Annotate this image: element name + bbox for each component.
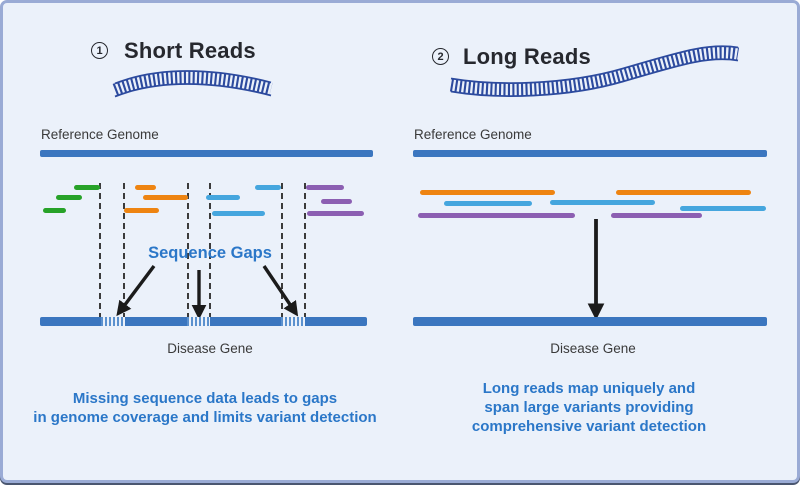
read-segment xyxy=(680,206,766,211)
read-segment xyxy=(135,185,156,190)
read-segment xyxy=(56,195,82,200)
short-reads-caption: Missing sequence data leads to gaps in g… xyxy=(31,389,379,427)
gap-dashed-line xyxy=(123,183,125,319)
dna-ribbon-short-icon xyxy=(112,70,273,98)
read-segment xyxy=(306,185,344,190)
sequence-gaps-label: Sequence Gaps xyxy=(148,244,272,262)
arrows-overlay xyxy=(116,219,605,321)
read-segment xyxy=(444,201,532,206)
read-segment xyxy=(124,208,159,213)
gap-arrow-left-icon xyxy=(116,264,156,317)
disease-gene-label-short: Disease Gene xyxy=(167,341,253,356)
disease-gene-label-long: Disease Gene xyxy=(550,341,636,356)
read-segment xyxy=(616,190,751,195)
sequence-gap-hatch xyxy=(187,317,210,326)
short-caption-line-2: in genome coverage and limits variant de… xyxy=(33,409,377,426)
read-segment xyxy=(418,213,575,218)
read-segment xyxy=(212,211,265,216)
short-reads-title: Short Reads xyxy=(124,38,256,63)
gap-dashed-line xyxy=(281,183,283,319)
long-reads-title: Long Reads xyxy=(463,44,591,69)
read-segment xyxy=(611,213,702,218)
diagram-stage: 1 Short Reads 2 Long Reads Reference Gen… xyxy=(3,3,797,480)
reference-genome-bar-short xyxy=(40,150,373,157)
gap-dashed-line xyxy=(304,183,306,319)
gap-arrow-right-icon xyxy=(262,265,299,317)
reference-genome-label-short: Reference Genome xyxy=(41,127,159,142)
long-caption-line-1: Long reads map uniquely and xyxy=(482,380,696,397)
long-caption-line-3: comprehensive variant detection xyxy=(471,418,707,435)
step-1-badge: 1 xyxy=(91,42,108,59)
disease-gene-bar-long xyxy=(413,317,767,326)
read-segment xyxy=(420,190,555,195)
read-segment xyxy=(255,185,281,190)
read-segment xyxy=(143,195,188,200)
long-reads-caption: Long reads map uniquely and span large v… xyxy=(431,379,747,436)
short-caption-line-1: Missing sequence data leads to gaps xyxy=(72,390,338,407)
dna-ribbon-long-icon xyxy=(449,45,740,97)
gap-dashed-line xyxy=(187,183,189,319)
sequence-gap-hatch xyxy=(101,317,125,326)
read-segment xyxy=(206,195,240,200)
reference-genome-label-long: Reference Genome xyxy=(414,127,532,142)
gap-dashed-line xyxy=(99,183,101,319)
gap-dashed-line xyxy=(209,183,211,319)
read-segment xyxy=(550,200,655,205)
long-caption-line-2: span large variants providing xyxy=(484,399,694,416)
read-segment xyxy=(307,211,364,216)
read-segment xyxy=(321,199,352,204)
sequence-gap-hatch xyxy=(281,317,305,326)
reference-genome-bar-long xyxy=(413,150,767,157)
read-segment xyxy=(43,208,66,213)
step-2-badge: 2 xyxy=(432,48,449,65)
read-segment xyxy=(74,185,100,190)
